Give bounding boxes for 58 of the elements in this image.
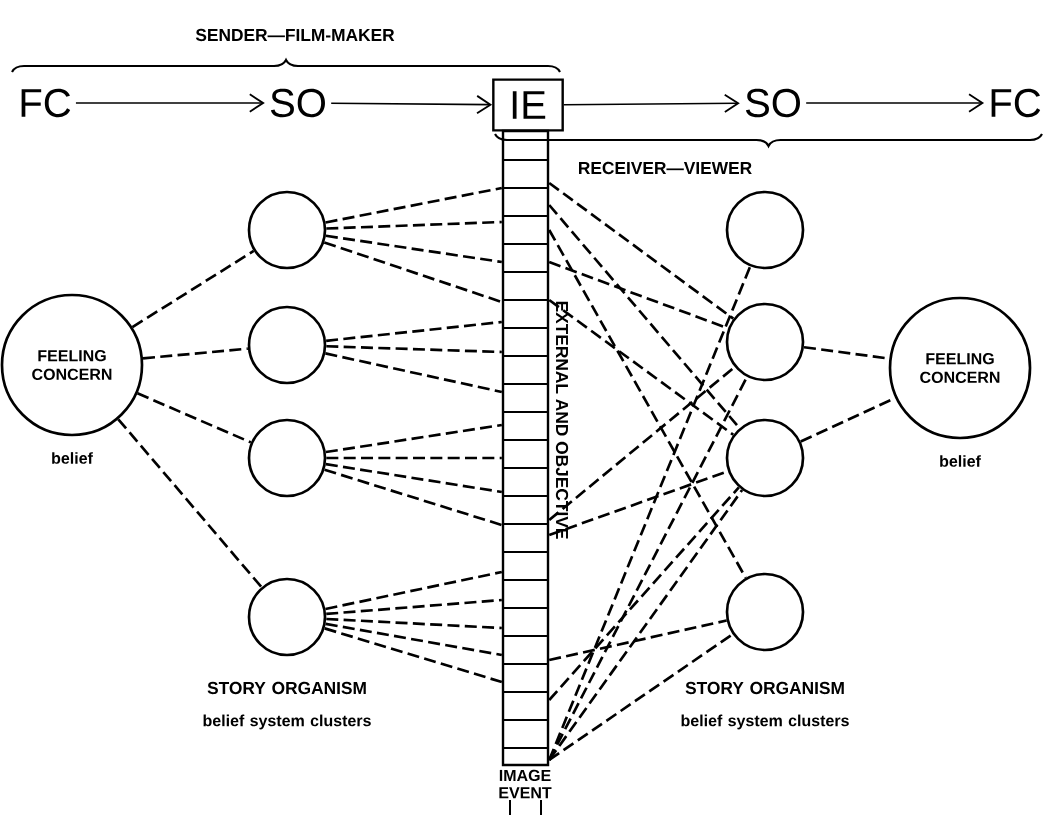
- circle: [247, 190, 327, 270]
- connector-line: [325, 570, 503, 611]
- connector-line: [117, 418, 263, 588]
- connector-line: [325, 462, 502, 494]
- arrow: [563, 93, 740, 113]
- connector-line: [326, 617, 502, 630]
- circle: [725, 190, 805, 270]
- node-label: belief: [52, 452, 93, 464]
- arrow: [75, 93, 265, 113]
- label: RECEIVER—VIEWER: [579, 161, 752, 175]
- image-event-box: IE: [492, 78, 564, 132]
- flow-term: FC: [991, 88, 1041, 118]
- connector-line: [548, 619, 727, 662]
- connector-line: [548, 181, 735, 320]
- flow-term: SO: [745, 88, 800, 118]
- connector-line: [326, 344, 502, 354]
- connector-line: [325, 186, 503, 224]
- connector-line: [325, 423, 502, 454]
- connector-line: [324, 627, 503, 684]
- connector-line: [325, 352, 503, 394]
- connector-line: [548, 366, 736, 522]
- connector-line: [548, 298, 735, 436]
- arrow: [330, 94, 493, 115]
- connector-line: [548, 376, 749, 761]
- connector-line: [326, 456, 502, 460]
- connector-line: [548, 489, 744, 761]
- strip-label: IMAGE EVENT: [499, 769, 552, 799]
- circle: [725, 572, 805, 652]
- connector-line: [325, 234, 502, 264]
- connector-line: [548, 486, 740, 701]
- label: SENDER—FILM-MAKER: [195, 28, 395, 42]
- connector-line: [324, 468, 503, 527]
- connector-line: [323, 241, 503, 304]
- node-label: belief: [940, 455, 981, 467]
- connector-line: [548, 633, 734, 762]
- connector-line: [326, 598, 502, 616]
- circle: [247, 418, 327, 498]
- circle: [247, 577, 327, 657]
- circle: [725, 302, 805, 382]
- label: belief system clusters: [203, 714, 371, 730]
- label: STORY ORGANISM: [685, 681, 844, 695]
- flow-term: FC: [21, 88, 71, 118]
- connector-line: [142, 347, 248, 360]
- connector-line: [548, 204, 741, 429]
- arrow: [805, 93, 985, 113]
- connector-line: [800, 396, 896, 443]
- circle: [725, 418, 805, 498]
- flow-term: SO: [270, 88, 325, 118]
- connector-line: [548, 229, 747, 579]
- circle: [247, 305, 327, 385]
- label: STORY ORGANISM: [207, 681, 366, 695]
- connector-line: [325, 622, 503, 657]
- label: belief system clusters: [681, 714, 849, 730]
- connector-line: [326, 320, 502, 343]
- connector-line: [326, 220, 502, 230]
- connector-line: [131, 249, 255, 329]
- vertical-label: EXTERNAL AND OBJECTIVE: [555, 301, 569, 539]
- connector-line: [136, 392, 252, 444]
